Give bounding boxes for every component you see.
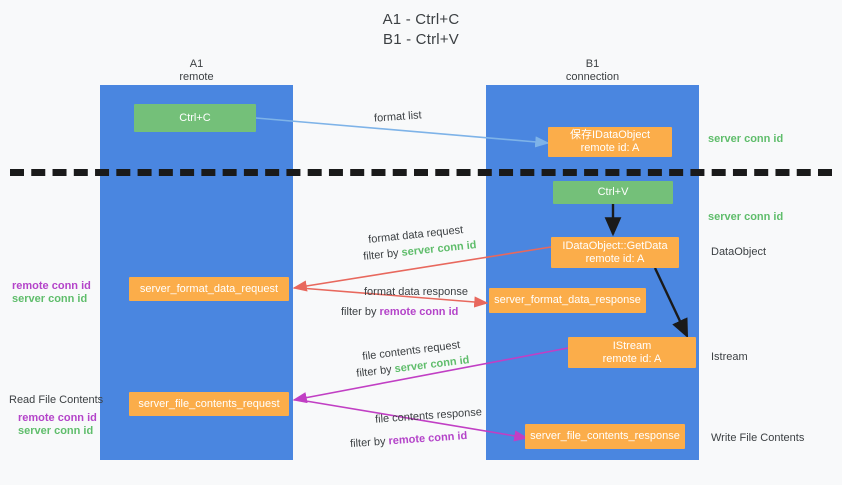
lane-b1-name: B1 <box>585 58 600 70</box>
filter-by-text-3: filter by <box>355 363 396 380</box>
edge-label-format-list: format list <box>373 109 423 125</box>
edge-filter-file-contents-response: filter by remote conn id <box>350 429 468 451</box>
right-label-server-conn-id-mid: server conn id <box>708 211 784 223</box>
edge-label-file-contents-response: file contents response <box>374 406 483 426</box>
edge-filter-format-data-response: filter by remote conn id <box>341 305 458 319</box>
box-server-format-data-response[interactable]: server_format_data_response <box>489 288 646 313</box>
box-istream-line1: IStream <box>612 339 652 352</box>
left-label-server-conn-id-1: server conn id <box>12 293 88 305</box>
box-server-file-contents-response[interactable]: server_file_contents_response <box>525 424 685 449</box>
left-label-server-conn-id-2: server conn id <box>18 425 94 437</box>
box-istream-line2: remote id: A <box>602 352 662 365</box>
right-label-istream: Istream <box>711 351 748 363</box>
edge-label-format-data-response: format data response <box>364 286 468 298</box>
box-server-format-data-request-label: server_format_data_request <box>139 282 279 295</box>
page-title: A1 - Ctrl+C B1 - Ctrl+V <box>0 10 842 50</box>
box-save-idataobject[interactable]: 保存IDataObject remote id: A <box>548 127 672 157</box>
title-line-2: B1 - Ctrl+V <box>383 31 459 48</box>
box-ctrl-c-label: Ctrl+C <box>179 111 211 124</box>
box-server-format-data-request[interactable]: server_format_data_request <box>129 277 289 301</box>
remote-conn-id-chip-2: remote conn id <box>388 429 468 448</box>
lane-a1-name: A1 <box>189 58 204 70</box>
filter-by-text-2: filter by <box>341 306 380 318</box>
box-save-idataobject-line1: 保存IDataObject <box>569 129 651 141</box>
box-ctrl-v[interactable]: Ctrl+V <box>553 181 673 204</box>
box-server-format-data-response-label: server_format_data_response <box>494 294 641 306</box>
right-label-write-file-contents: Write File Contents <box>711 432 805 444</box>
box-server-file-contents-request[interactable]: server_file_contents_request <box>129 392 289 416</box>
dashed-divider <box>10 169 832 176</box>
box-idataobject-getdata[interactable]: IDataObject::GetData remote id: A <box>551 237 679 268</box>
left-label-read-file-contents: Read File Contents <box>9 394 104 406</box>
remote-conn-id-chip-1: remote conn id <box>379 306 459 318</box>
box-idataobject-getdata-line2: remote id: A <box>585 252 645 265</box>
box-idataobject-getdata-line1: IDataObject::GetData <box>562 239 668 252</box>
box-server-file-contents-request-label: server_file_contents_request <box>138 397 280 410</box>
lane-a1-sub: remote <box>179 71 214 83</box>
left-label-remote-conn-id-1: remote conn id <box>12 280 91 292</box>
left-label-remote-conn-id-2: remote conn id <box>18 412 97 424</box>
right-label-server-conn-id-top: server conn id <box>708 133 784 145</box>
lane-header-a1: A1 remote <box>100 58 293 84</box>
box-save-idataobject-line2: remote id: A <box>580 142 640 154</box>
lane-b1-sub: connection <box>565 71 620 83</box>
lane-header-b1: B1 connection <box>486 58 699 84</box>
box-ctrl-c[interactable]: Ctrl+C <box>134 104 256 132</box>
box-server-file-contents-response-label: server_file_contents_response <box>530 430 680 442</box>
box-istream[interactable]: IStream remote id: A <box>568 337 696 368</box>
filter-by-text-1: filter by <box>362 246 403 263</box>
right-label-data-object: DataObject <box>711 246 767 258</box>
title-line-1: A1 - Ctrl+C <box>382 11 460 28</box>
filter-by-text-4: filter by <box>349 435 389 451</box>
box-ctrl-v-label: Ctrl+V <box>597 186 629 198</box>
